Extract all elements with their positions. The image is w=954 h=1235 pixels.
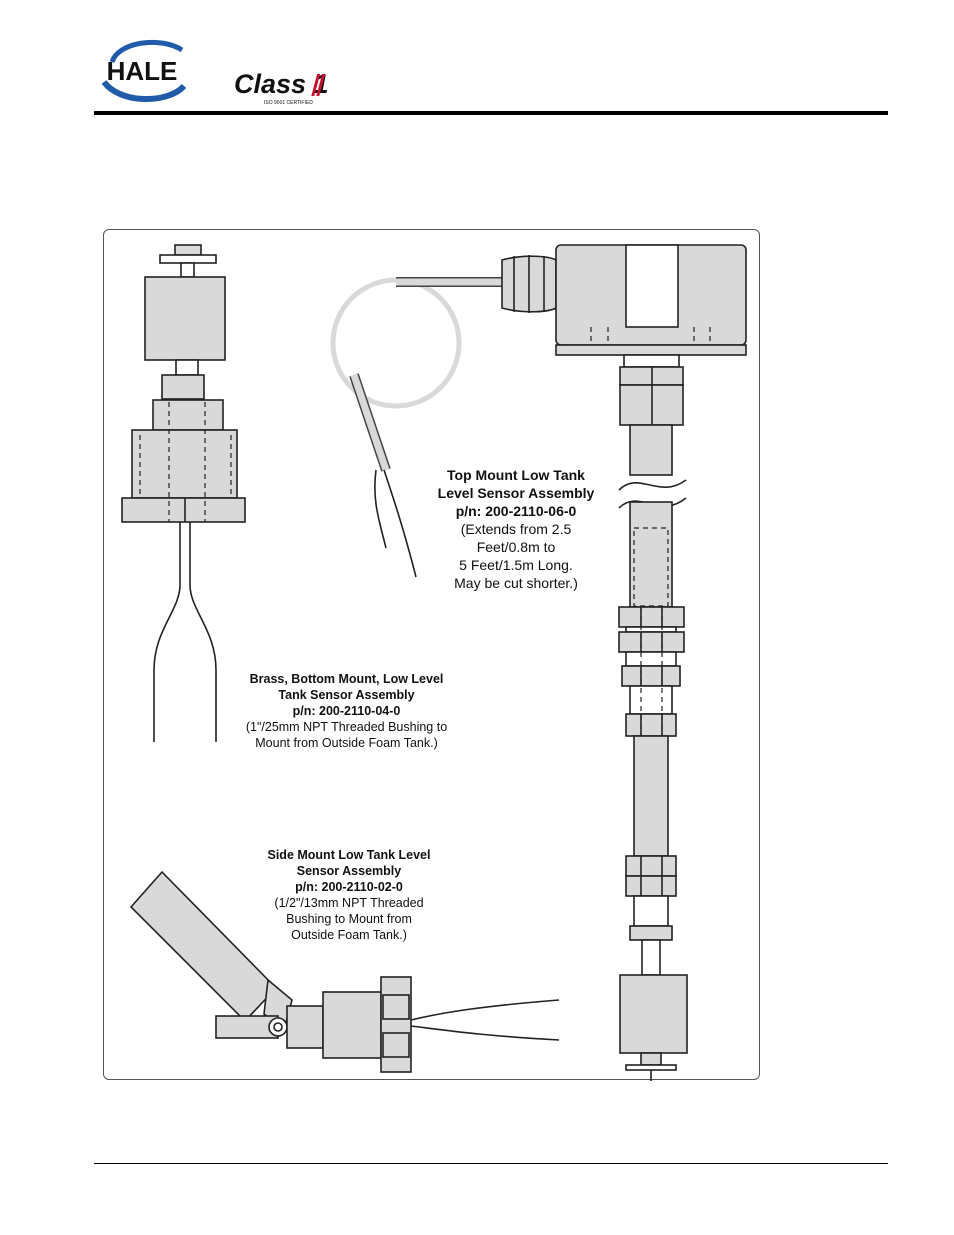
bottom-mount-title-line1: Brass, Bottom Mount, Low Level [249, 672, 444, 686]
hale-logo-text: HALE [107, 56, 178, 86]
sensor-drawings: .p { fill: #d9d9d9; stroke: #222; stroke… [121, 244, 747, 1081]
top-mount-sensor-drawing [330, 244, 747, 1081]
top-mount-title-line2: Level Sensor Assembly [437, 485, 595, 501]
side-mount-note-line1: (1/2"/13mm NPT Threaded [274, 896, 424, 910]
bottom-mount-part-number: p/n: 200-2110-04-0 [292, 704, 401, 718]
bottom-mount-note-line2: Mount from Outside Foam Tank.) [255, 736, 438, 750]
class1-logo-subtext: ISO 9001 CERTIFIED [264, 100, 313, 106]
side-mount-note-line2: Bushing to Mount from [286, 912, 412, 926]
side-mount-note-line3: Outside Foam Tank.) [291, 928, 407, 942]
side-mount-caption: Side Mount Low Tank Level Sensor Assembl… [249, 847, 449, 943]
side-mount-title-line1: Side Mount Low Tank Level [267, 848, 431, 862]
sensor-assemblies-figure: .p { fill: #d9d9d9; stroke: #222; stroke… [103, 229, 760, 1081]
bottom-mount-note-line1: (1"/25mm NPT Threaded Bushing to [245, 720, 448, 734]
class1-logo: Class 1 ISO 9001 CERTIFIED [234, 69, 329, 106]
hale-logo: HALE [101, 39, 187, 102]
bottom-mount-caption: Brass, Bottom Mount, Low Level Tank Sens… [229, 671, 464, 751]
top-mount-note-line2: Feet/0.8m to [476, 539, 556, 555]
top-mount-note-line1: (Extends from 2.5 [460, 521, 572, 537]
top-mount-caption: Top Mount Low Tank Level Sensor Assembly… [426, 466, 606, 592]
footer-rule [94, 1163, 888, 1164]
top-mount-note-line3: 5 Feet/1.5m Long. [459, 557, 573, 573]
bottom-mount-sensor-drawing [121, 244, 246, 742]
side-mount-title-line2: Sensor Assembly [296, 864, 402, 878]
top-mount-title-line1: Top Mount Low Tank [447, 467, 585, 483]
side-mount-part-number: p/n: 200-2110-02-0 [295, 880, 403, 894]
top-mount-part-number: p/n: 200-2110-06-0 [455, 503, 577, 519]
header-logos: HALE Class 1 ISO 9001 CERTIFIED [101, 39, 329, 106]
header-rule [94, 111, 888, 115]
bottom-mount-title-line2: Tank Sensor Assembly [278, 688, 415, 702]
page-header: HALE Class 1 ISO 9001 CERTIFIED [0, 0, 954, 120]
top-mount-note-line4: May be cut shorter.) [454, 575, 578, 591]
side-mount-sensor-drawing [129, 870, 560, 1073]
